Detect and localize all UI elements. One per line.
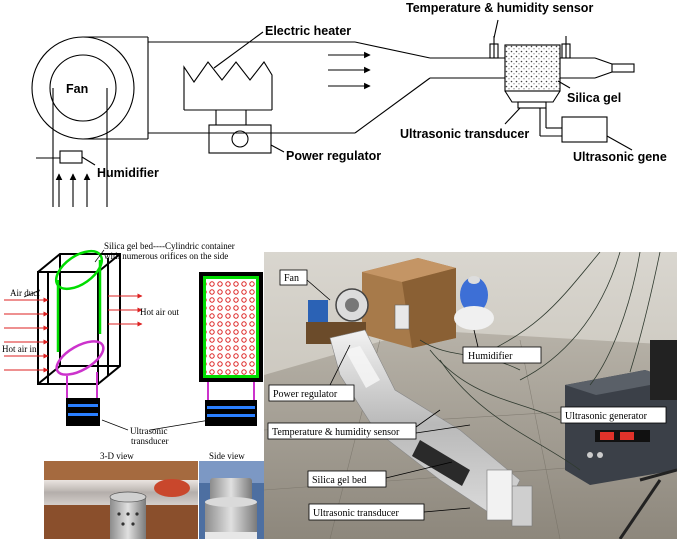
- silica-gel-label: Silica gel: [567, 91, 621, 105]
- fan-unit: [31, 36, 355, 140]
- photo-3d-view: [44, 461, 198, 539]
- power-regulator-label: Power regulator: [286, 149, 381, 163]
- hot-air-out-label: Hot air out: [140, 307, 179, 317]
- photo-silica-gel-bed-text: Silica gel bed: [312, 475, 366, 486]
- photo-temp-sensor-text: Temperature & humidity sensor: [272, 427, 400, 438]
- silica-bed-label-line2: with numerous orifices on the side: [104, 251, 228, 261]
- photo-label-ultrasonic-generator: Ultrasonic generator: [560, 406, 667, 424]
- electric-heater: [183, 31, 273, 125]
- silica-bed-label-line1: Silica gel bed----Cylindric container: [104, 241, 235, 251]
- transducer-ring: [55, 340, 105, 376]
- photo-ultrasonic-transducer-text: Ultrasonic transducer: [313, 508, 399, 519]
- humidifier-label: Humidifier: [97, 166, 159, 180]
- photo-wooden-box: [362, 258, 456, 348]
- silica-gel-bed: [504, 44, 633, 151]
- photo-ultrasonic-generator: [565, 370, 677, 485]
- photo-humidifier-text: Humidifier: [468, 351, 513, 362]
- electric-heater-label: Electric heater: [265, 24, 351, 38]
- photo-side-view: [199, 461, 264, 539]
- schematic-diagram: [31, 19, 635, 207]
- bed-diagram: Silica gel bed----Cylindric container wi…: [2, 241, 263, 461]
- hot-air-in-label: Hot air in: [2, 344, 37, 354]
- ultrasonic-transducer-label: Ultrasonic transducer: [400, 127, 529, 141]
- ultrasonic-generator-label: Ultrasonic gene: [573, 150, 667, 164]
- humidifier-unit: [36, 88, 108, 207]
- photo-power-regulator-text: Power regulator: [273, 389, 338, 400]
- photo-label-ultrasonic-transducer: Ultrasonic transducer: [308, 503, 471, 521]
- setup-photo: [264, 252, 677, 539]
- photo-label-fan: Fan: [279, 269, 331, 301]
- fan-label: Fan: [66, 82, 88, 96]
- view-side-label: Side view: [209, 451, 245, 461]
- photo-humidifier: [454, 276, 494, 330]
- power-regulator: [208, 124, 285, 154]
- ultrasonic-transducer-label-line2: transducer: [131, 436, 168, 446]
- sensor-probes: [489, 19, 571, 59]
- photo-label-temp-sensor: Temperature & humidity sensor: [267, 409, 471, 440]
- view-3d-label: 3-D view: [100, 451, 134, 461]
- air-duct-label: Air duct: [10, 288, 40, 298]
- temp-humidity-sensor-label: Temperature & humidity sensor: [406, 1, 593, 15]
- photo-label-silica-gel-bed: Silica gel bed: [307, 461, 453, 488]
- ultrasonic-transducer-label-line1: Ultrasonic: [130, 426, 168, 436]
- air-duct-box: [37, 253, 121, 385]
- photo-label-power-regulator: Power regulator: [268, 344, 355, 402]
- transducer-block-3d: [66, 398, 100, 426]
- photo-ultrasonic-generator-text: Ultrasonic generator: [565, 411, 648, 422]
- photo-labels: Fan Humidifier Power regulator Ultrasoni…: [267, 269, 667, 521]
- silica-cylinder: [54, 249, 104, 352]
- photo-chair: [618, 340, 677, 539]
- side-view-container: [199, 272, 263, 426]
- photo-fan-text: Fan: [284, 273, 299, 284]
- photo-label-humidifier: Humidifier: [462, 329, 542, 364]
